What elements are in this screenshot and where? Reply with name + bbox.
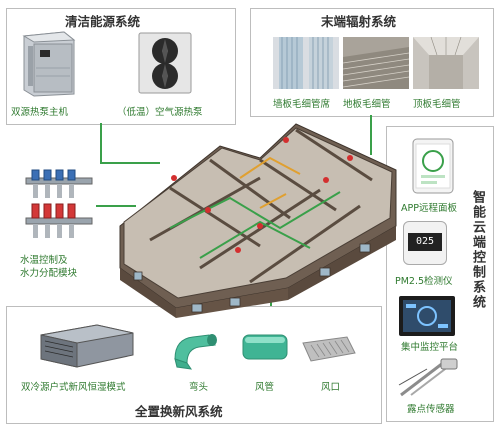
floor-capillary-image — [343, 37, 409, 89]
radiant-item-2: 地板毛细管 — [343, 99, 391, 110]
clean-energy-item-1: 双源热泵主机 — [11, 107, 69, 118]
fresh-air-item-1: 双冷源户式新风恒湿模式 — [21, 382, 126, 393]
clean-energy-panel: 清洁能源系统 双源热泵主机 （低温）空气源热泵 — [6, 8, 236, 125]
fresh-air-unit-image — [40, 324, 134, 368]
connector-manifold — [96, 205, 136, 207]
cloud-item-1: APP远程面板 — [401, 203, 457, 214]
cloud-item-3: 集中监控平台 — [401, 342, 459, 353]
pm25-detector-value: 025 — [408, 233, 442, 251]
duct-image — [242, 334, 288, 360]
connector-clean-energy — [100, 123, 102, 163]
house-cutaway-image — [119, 123, 397, 318]
radiant-item-1: 墙板毛细管席 — [273, 99, 331, 110]
radiant-panel: 末端辐射系统 墙板毛细管席 地板毛细管 顶板毛细管 — [250, 8, 494, 117]
cloud-item-4: 露点传感器 — [407, 404, 455, 415]
fresh-air-item-3: 风管 — [255, 382, 275, 393]
clean-energy-item-2: （低温）空气源热泵 — [117, 107, 203, 118]
manifold-label-line-1: 水温控制及 — [20, 255, 68, 266]
radiant-title: 末端辐射系统 — [321, 14, 397, 29]
wall-capillary-image — [273, 37, 339, 89]
fresh-air-title: 全置换新风系统 — [135, 404, 223, 419]
cloud-item-2: PM2.5检测仪 — [395, 276, 453, 287]
fresh-air-item-4: 风口 — [321, 382, 341, 393]
air-source-heat-pump-image — [138, 32, 192, 94]
monitoring-screen-image — [399, 296, 455, 336]
fresh-air-panel: 双冷源户式新风恒湿模式 弯头 风管 风口 全置换新风系统 — [6, 306, 382, 424]
elbow-duct-image — [174, 334, 217, 370]
cloud-control-title: 智能云端控制系统 — [470, 190, 485, 310]
manifold-label-line-2: 水力分配模块 — [20, 268, 78, 279]
radiant-item-3: 顶板毛细管 — [413, 99, 461, 110]
cloud-control-panel: APP远程面板 025 PM2.5检测仪 集中监控平台 露点传感器 — [386, 126, 494, 422]
air-vent-image — [302, 336, 356, 362]
pm25-detector-image: 025 — [403, 221, 447, 265]
clean-energy-title: 清洁能源系统 — [65, 14, 141, 29]
ceiling-capillary-image — [413, 37, 479, 89]
manifold-image — [25, 169, 93, 238]
fresh-air-item-2: 弯头 — [189, 382, 209, 393]
app-phone-image — [412, 138, 454, 194]
connector-clean-energy-h — [100, 162, 160, 164]
connector-radiant — [370, 115, 372, 155]
dew-point-sensor-image — [398, 358, 458, 397]
dual-source-heat-pump-image — [22, 31, 76, 97]
